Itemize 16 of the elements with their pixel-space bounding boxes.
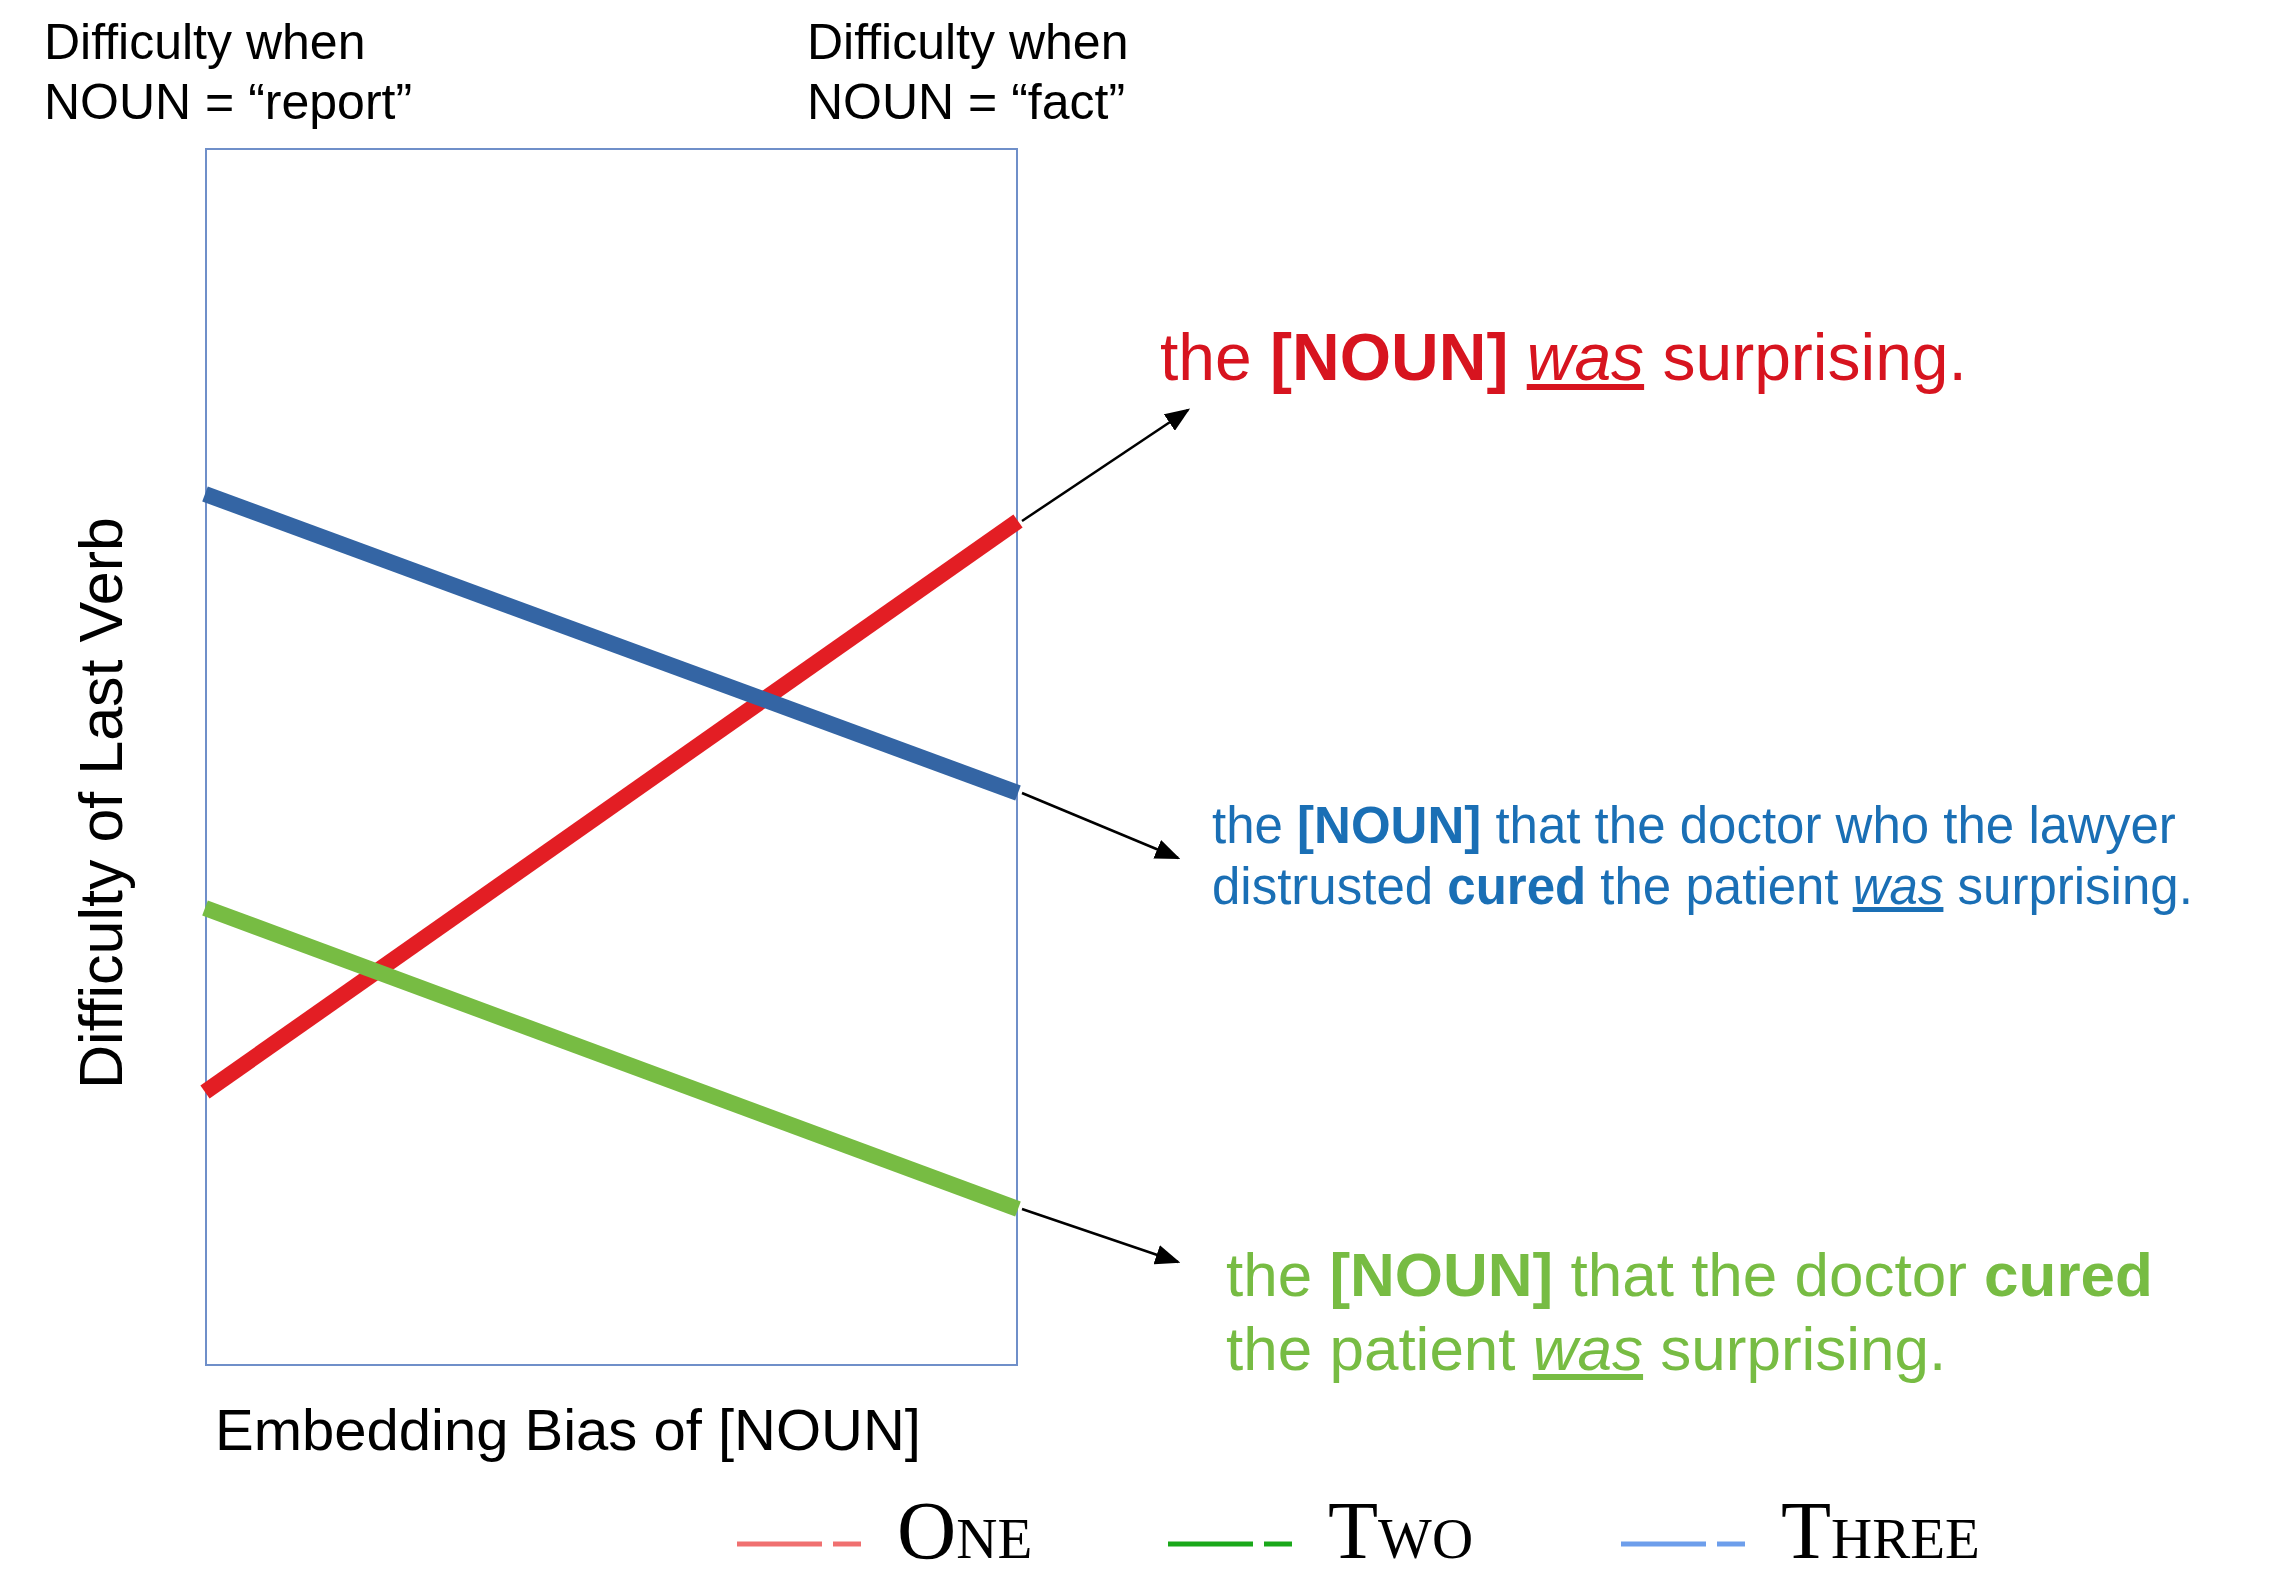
legend-label: Two xyxy=(1328,1490,1474,1572)
trend-line xyxy=(202,900,1021,1217)
axis-title: Embedding Bias of [NOUN] xyxy=(215,1396,921,1464)
legend-label: One xyxy=(897,1490,1033,1572)
example-sentence: the [NOUN] was surprising. xyxy=(1160,319,1968,396)
legend-label: Three xyxy=(1781,1490,1980,1572)
trend-line xyxy=(202,486,1021,801)
axis-title: Difficulty of Last Verb xyxy=(66,517,137,1089)
column-heading: Difficulty when NOUN = “report” xyxy=(44,13,414,132)
example-sentence: the [NOUN] that the doctor cured the patient was surprising. xyxy=(1226,1239,2154,1386)
arrow xyxy=(1021,408,1191,523)
arrow xyxy=(1021,791,1181,860)
example-sentence: the [NOUN] that the doctor who the lawyer distrusted cured the patient was surprising. xyxy=(1212,796,2194,918)
arrow xyxy=(1021,1207,1181,1265)
column-heading: Difficulty when NOUN = “fact” xyxy=(807,13,1130,132)
trend-line xyxy=(200,514,1023,1099)
